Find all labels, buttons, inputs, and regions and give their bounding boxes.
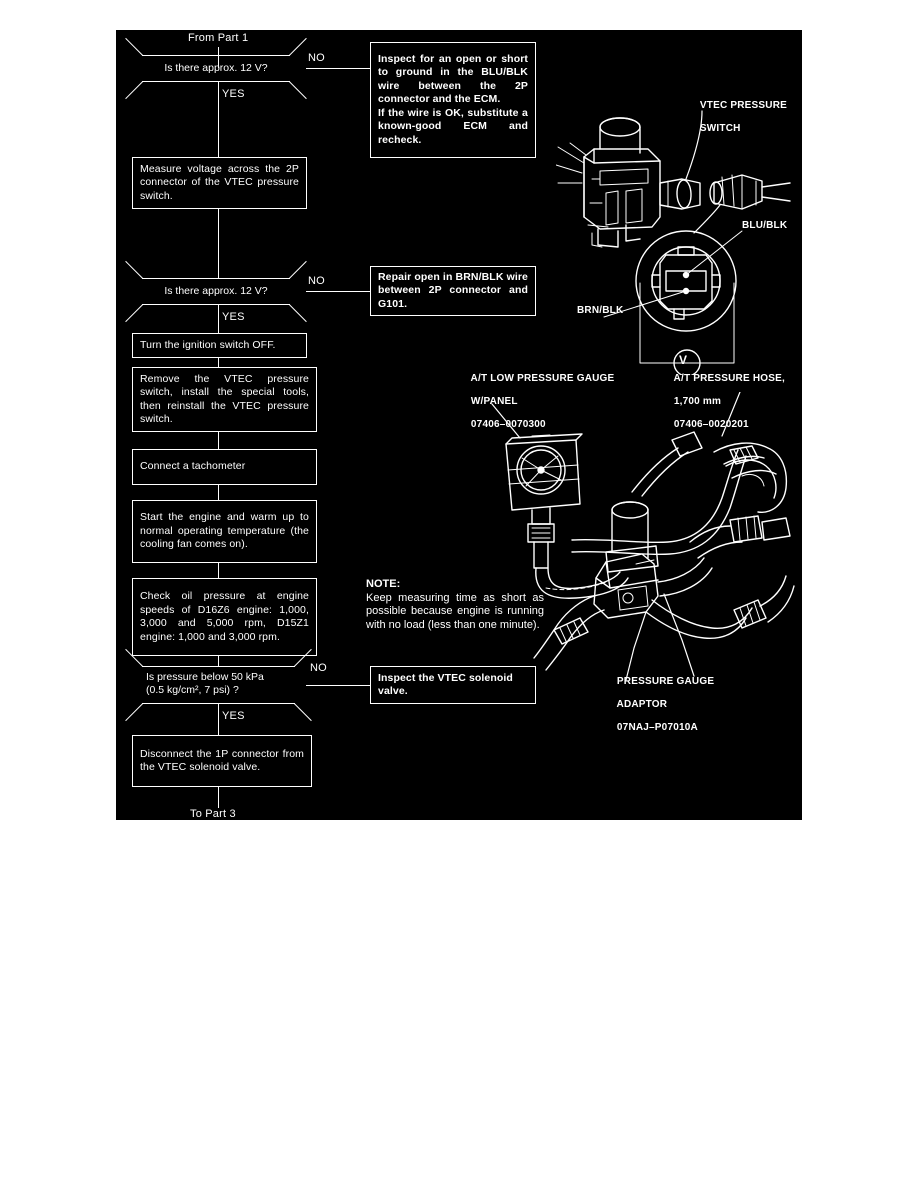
voltmeter-symbol-label: V — [679, 353, 688, 367]
box-remove-vtec-switch: Remove the VTEC pressure switch, install… — [132, 367, 317, 432]
flow-exit-label: To Part 3 — [190, 808, 236, 820]
connector-ign-to-remove — [218, 358, 219, 367]
flow-entry-label: From Part 1 — [188, 32, 249, 44]
note-body: Keep measuring time as short as possible… — [366, 591, 544, 631]
connector-check-to-decision3 — [218, 656, 219, 666]
connector-tach-to-start — [218, 485, 219, 500]
box-disconnect-1p-connector: Disconnect the 1P connector from the VTE… — [132, 735, 312, 787]
vtec-pressure-switch-illustration — [556, 110, 791, 375]
connector-entry — [218, 47, 219, 68]
branch-yes-label-3: YES — [222, 710, 245, 722]
connector-exit — [218, 787, 219, 808]
box-text: Connect a tachometer — [140, 460, 246, 473]
box-connect-tachometer: Connect a tachometer — [132, 449, 317, 485]
connector-measure-to-decision2 — [218, 209, 219, 278]
box-turn-ignition-off: Turn the ignition switch OFF. — [132, 333, 307, 358]
box-text: Remove the VTEC pressure switch, install… — [140, 372, 309, 426]
service-manual-plate: From Part 1 Is there approx. 12 V? NO YE… — [116, 30, 802, 820]
box-text: Start the engine and warm up to normal o… — [140, 511, 309, 551]
box-text: Measure voltage across the 2P connector … — [140, 162, 299, 202]
box-inspect-solenoid-valve: Inspect the VTEC solenoid valve. — [370, 666, 536, 704]
connector-no-2 — [306, 291, 370, 292]
box-check-oil-pressure: Check oil pressure at engine speeds of D… — [132, 578, 317, 656]
box-text: Inspect for an open or short to ground i… — [378, 52, 528, 146]
box-text: Inspect the VTEC solenoid valve. — [378, 671, 513, 698]
connector-yes-3 — [218, 704, 219, 735]
connector-no-3 — [306, 685, 370, 686]
decision-label: Is there approx. 12 V? — [164, 62, 268, 74]
box-text: Turn the ignition switch OFF. — [140, 338, 276, 351]
hex-right-cap — [289, 55, 306, 82]
decision-is-pressure-below-50kpa: Is pressure below 50 kPa (0.5 kg/cm², 7 … — [126, 666, 311, 704]
connector-yes-1 — [218, 82, 219, 157]
hex-body — [142, 278, 290, 305]
callout-blu-blk: BLU/BLK — [742, 220, 788, 231]
decision-label: Is there approx. 12 V? — [164, 285, 268, 297]
hex-body — [142, 55, 290, 82]
box-text: Check oil pressure at engine speeds of D… — [140, 590, 309, 643]
branch-yes-label-2: YES — [222, 311, 245, 323]
connector-yes-2 — [218, 305, 219, 333]
connector-no-1 — [306, 68, 370, 69]
decision-label-line1: Is pressure below 50 kPa — [146, 671, 264, 683]
note-heading: NOTE: — [366, 578, 401, 590]
hex-body — [142, 666, 295, 704]
hex-right-cap — [289, 278, 306, 305]
box-repair-open-brn-blk: Repair open in BRN/BLK wire between 2P c… — [370, 266, 536, 316]
decision-label-line2: (0.5 kg/cm², 7 psi) ? — [146, 684, 239, 696]
callout-vtec-pressure-switch: VTEC PRESSURE SWITCH — [699, 99, 787, 134]
decision-is-there-12v-1: Is there approx. 12 V? — [126, 55, 306, 82]
box-text: Disconnect the 1P connector from the VTE… — [140, 747, 304, 774]
branch-no-label-1: NO — [308, 52, 325, 64]
decision-is-there-12v-2: Is there approx. 12 V? — [126, 278, 306, 305]
connector-start-to-check — [218, 563, 219, 578]
decision-label-wrap: Is pressure below 50 kPa (0.5 kg/cm², 7 … — [146, 666, 291, 704]
box-text: Repair open in BRN/BLK wire between 2P c… — [378, 270, 528, 310]
callout-brn-blk: BRN/BLK — [577, 305, 624, 316]
connector-remove-to-tach — [218, 432, 219, 449]
hex-left-cap — [126, 666, 143, 704]
box-inspect-open-short: Inspect for an open or short to ground i… — [370, 42, 536, 158]
hex-left-cap — [126, 55, 143, 82]
callout-pressure-gauge-adaptor: PRESSURE GAUGE ADAPTOR 07NAJ–P07010A — [616, 675, 715, 733]
branch-no-label-2: NO — [308, 275, 325, 287]
box-start-engine: Start the engine and warm up to normal o… — [132, 500, 317, 563]
hex-left-cap — [126, 278, 143, 305]
branch-yes-label-1: YES — [222, 88, 245, 100]
box-measure-voltage: Measure voltage across the 2P connector … — [132, 157, 307, 209]
pressure-gauge-engine-illustration — [491, 392, 795, 681]
note-block: NOTE: Keep measuring time as short as po… — [366, 578, 544, 632]
callout-at-pressure-hose: A/T PRESSURE HOSE, 1,700 mm 07406–002020… — [673, 372, 785, 430]
branch-no-label-3: NO — [310, 662, 327, 674]
